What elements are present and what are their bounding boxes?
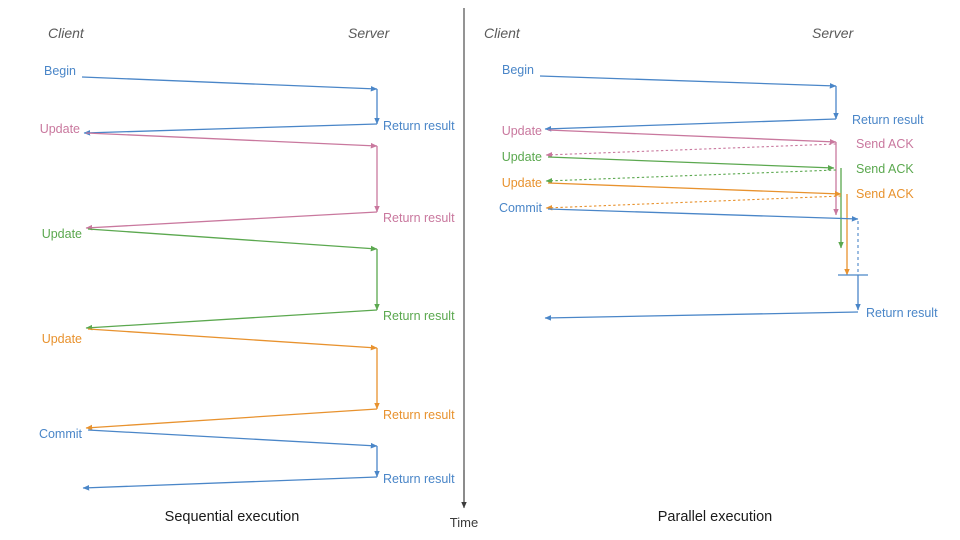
- arrow-request: [87, 328, 378, 351]
- server-label-return-result-1: Return result: [383, 119, 455, 133]
- arrow-response: [85, 211, 378, 231]
- lane-title-client: Client: [48, 25, 85, 41]
- arrow-request: [547, 129, 837, 145]
- message-update-pink: Update Send ACK: [502, 124, 914, 216]
- arrow-response: [85, 309, 378, 331]
- client-label-update-orange: Update: [502, 176, 542, 190]
- message-begin: Begin Return result: [44, 64, 455, 136]
- arrow-request: [547, 156, 835, 171]
- arrow-request: [539, 75, 837, 89]
- arrow-response: [85, 408, 378, 431]
- client-label-update-green: Update: [42, 227, 82, 241]
- message-update-pink: Update Return result: [40, 122, 455, 231]
- arrow-response: [544, 311, 859, 321]
- time-axis-label: Time: [450, 515, 478, 530]
- client-label-update-pink: Update: [40, 122, 80, 136]
- lane-title-server: Server: [348, 25, 391, 41]
- server-label-return-result-2: Return result: [866, 306, 938, 320]
- arrow-response: [83, 123, 378, 136]
- server-label-return-result-4: Return result: [383, 408, 455, 422]
- message-update-orange: Update Return result: [42, 328, 455, 431]
- arrow-request: [81, 76, 378, 92]
- message-commit: Commit Return result: [39, 427, 455, 491]
- arrow-ack: [545, 195, 842, 211]
- arrow-ack: [545, 169, 837, 184]
- client-label-update-orange: Update: [42, 332, 82, 346]
- message-update-green: Update Return result: [42, 227, 455, 331]
- server-label-send-ack-1: Send ACK: [856, 137, 914, 151]
- server-label-return-result-1: Return result: [852, 113, 924, 127]
- panel-caption-parallel: Parallel execution: [658, 509, 772, 525]
- arrow-request: [87, 429, 378, 449]
- arrow-request: [87, 228, 378, 252]
- arrow-request: [547, 208, 859, 222]
- server-label-send-ack-3: Send ACK: [856, 187, 914, 201]
- message-update-green: Update Send ACK: [502, 150, 914, 249]
- server-label-return-result-2: Return result: [383, 211, 455, 225]
- server-label-send-ack-2: Send ACK: [856, 162, 914, 176]
- arrow-response: [544, 118, 837, 132]
- arrow-response: [82, 476, 378, 491]
- client-label-begin: Begin: [502, 63, 534, 77]
- arrow-request: [85, 132, 378, 149]
- client-label-update-green: Update: [502, 150, 542, 164]
- client-label-begin: Begin: [44, 64, 76, 78]
- client-label-commit: Commit: [39, 427, 83, 441]
- message-commit: Commit Return result: [499, 201, 938, 321]
- message-update-orange: Update Send ACK: [502, 176, 914, 276]
- lane-title-server: Server: [812, 25, 855, 41]
- arrow-ack: [545, 143, 837, 158]
- panel-caption-sequential: Sequential execution: [165, 509, 300, 525]
- message-begin: Begin Return result: [502, 63, 924, 132]
- panel-sequential: Client Server Begin Return result Update…: [39, 25, 455, 525]
- arrow-request: [547, 182, 842, 197]
- lane-title-client: Client: [484, 25, 521, 41]
- client-label-update-pink: Update: [502, 124, 542, 138]
- server-label-return-result-3: Return result: [383, 309, 455, 323]
- server-label-return-result-5: Return result: [383, 472, 455, 486]
- client-label-commit: Commit: [499, 201, 543, 215]
- panel-parallel: Client Server Begin Return result Update…: [484, 25, 938, 525]
